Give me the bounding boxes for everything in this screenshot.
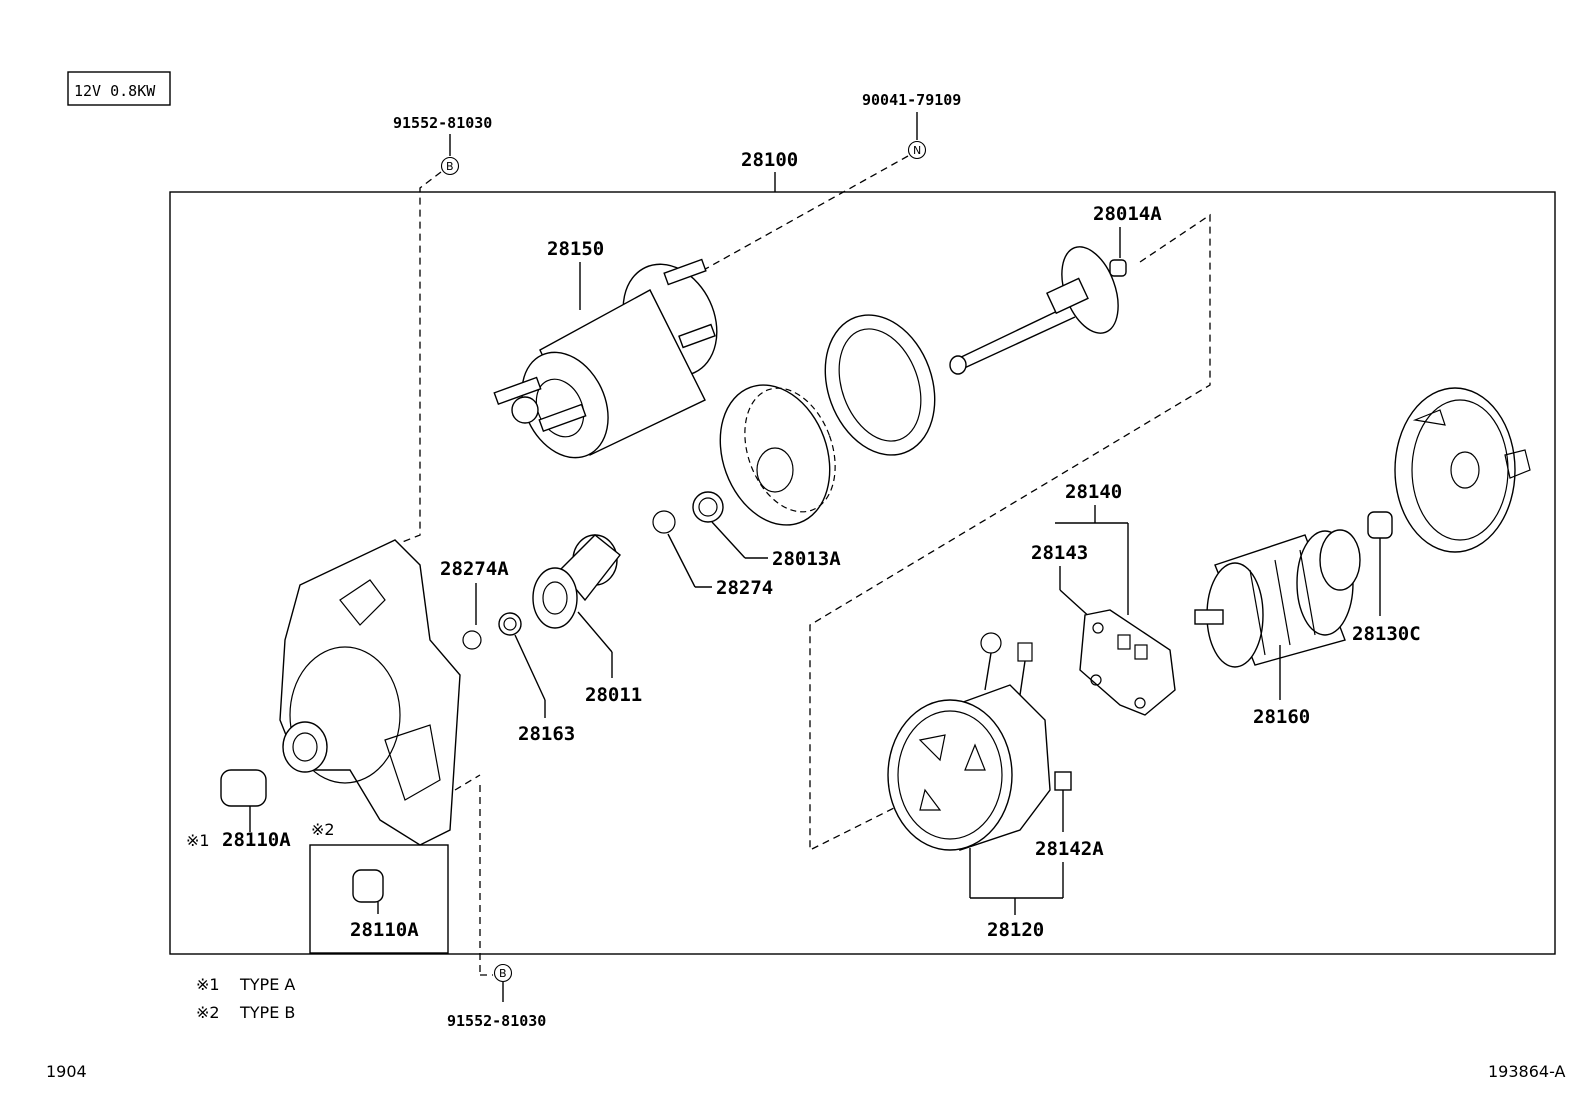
label-28130C[interactable]: 28130C [1352,623,1421,645]
svg-text:B: B [499,967,507,980]
legend-mark-2: ※2 [196,1003,220,1022]
bolt-top-part-number[interactable]: 91552-81030 [393,114,492,132]
bolt-bottom-part-number[interactable]: 91552-81030 [447,1012,546,1030]
label-28274A[interactable]: 28274A [440,558,509,580]
bolt-tag-b-top [440,156,460,176]
label-28014A[interactable]: 28014A [1093,203,1162,225]
footer-left-code: 1904 [46,1062,87,1081]
label-28120[interactable]: 28120 [987,919,1044,941]
bush-28110A-type-a [220,769,267,807]
nut-tag-n [907,140,927,160]
spec-box [67,71,171,106]
label-28160[interactable]: 28160 [1253,706,1310,728]
snap-ring-28274A [462,630,482,650]
legend-mark-1: ※1 [196,975,220,994]
label-28150[interactable]: 28150 [547,238,604,260]
label-28140[interactable]: 28140 [1065,481,1122,503]
label-28143[interactable]: 28143 [1031,542,1088,564]
svg-text:N: N [913,144,921,157]
magnet-yoke-part [719,314,936,526]
label-28110A-type-b[interactable]: 28110A [350,919,419,941]
footer-right-code: 193864-A [1488,1062,1566,1081]
starter-clutch-part [532,534,621,629]
bearing-28130C [1367,511,1393,539]
svg-text:B: B [446,160,454,173]
yoke-assembly-part [887,632,1051,851]
connector-28142A [1054,771,1072,791]
brush-holder-part [1079,609,1176,716]
bearing-28014A [1109,259,1127,277]
legend-text-2: TYPE B [239,1003,295,1022]
snap-ring-28274 [652,510,676,534]
label-28011[interactable]: 28011 [585,684,642,706]
legend-text-1: TYPE A [239,975,295,994]
note-mark-1: ※1 [186,831,210,850]
planetary-shaft-part [949,246,1119,375]
note-mark-2: ※2 [311,820,335,839]
label-28013A[interactable]: 28013A [772,548,841,570]
bolt-tag-b-bottom [493,963,513,983]
assembly-frame [169,191,1556,955]
solenoid-switch-part [493,258,718,459]
spec-label: 12V 0.8KW [74,82,156,100]
drive-housing-part [279,539,461,846]
bush-28110A-type-b [352,869,384,903]
bearing-28013A [692,491,724,523]
assembly-number[interactable]: 28100 [741,149,798,171]
label-28274[interactable]: 28274 [716,577,773,599]
label-28142A[interactable]: 28142A [1035,838,1104,860]
type-b-box [309,844,449,954]
washer-28163 [498,612,522,636]
label-28163[interactable]: 28163 [518,723,575,745]
armature-part [1194,529,1361,668]
label-28110A-type-a[interactable]: 28110A [222,829,291,851]
commutator-end-frame-part [1394,387,1531,553]
nut-part-number[interactable]: 90041-79109 [862,91,961,109]
